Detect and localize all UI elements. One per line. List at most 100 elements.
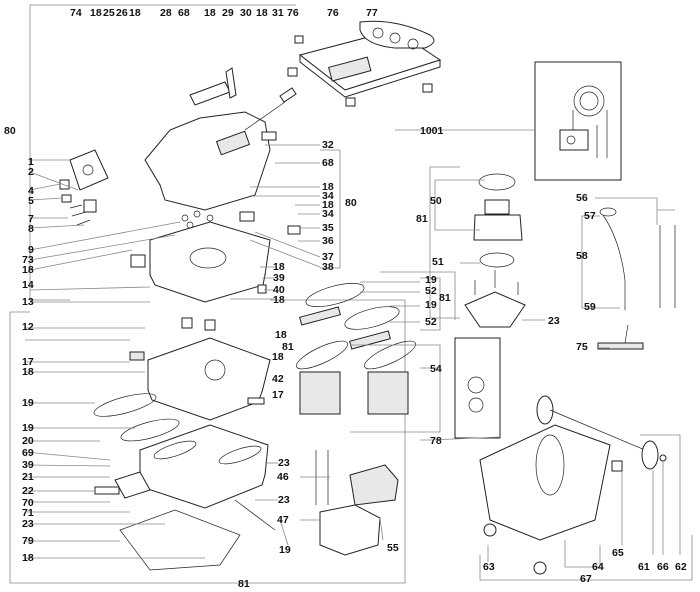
gasket-19-b	[120, 418, 180, 442]
switch-plate-part	[59, 149, 109, 226]
part-label-78: 78	[430, 435, 442, 447]
wiring-diagram-box	[534, 61, 622, 181]
part-label-29: 29	[222, 7, 234, 19]
part-label-73: 73	[22, 254, 34, 266]
part-label-38: 38	[322, 261, 334, 273]
chassis-part	[94, 424, 276, 571]
part-label-17: 17	[272, 389, 284, 401]
part-label-75: 75	[576, 341, 588, 353]
container-part	[479, 395, 667, 575]
part-label-20: 20	[22, 435, 34, 447]
part-label-63: 63	[483, 561, 495, 573]
part-label-25: 25	[103, 7, 115, 19]
part-label-18: 18	[273, 294, 285, 306]
part-label-5: 5	[28, 195, 34, 207]
part-label-18: 18	[273, 261, 285, 273]
part-label-19: 19	[22, 397, 34, 409]
part-label-47: 47	[277, 514, 289, 526]
part-label-71: 71	[22, 507, 34, 519]
part-label-81: 81	[282, 341, 294, 353]
part-label-70: 70	[22, 497, 34, 509]
part-label-57: 57	[584, 210, 596, 222]
part-label-18: 18	[22, 366, 34, 378]
group-81-filter-bracket	[380, 271, 456, 320]
leader-lines	[24, 129, 693, 581]
part-label-19: 19	[425, 274, 437, 286]
part-label-17: 17	[22, 356, 34, 368]
part-label-58: 58	[576, 250, 588, 262]
group-81-bracket	[9, 299, 406, 584]
filter-part	[296, 282, 416, 415]
part-label-12: 12	[22, 321, 34, 333]
part-label-68: 68	[322, 157, 334, 169]
part-label-34: 34	[322, 190, 334, 202]
part-label-81: 81	[238, 578, 250, 590]
part-label-62: 62	[675, 561, 687, 573]
part-label-26: 26	[116, 7, 128, 19]
part-label-61: 61	[638, 561, 650, 573]
part-label-18: 18	[90, 7, 102, 19]
motor-part	[464, 173, 526, 328]
part-label-64: 64	[592, 561, 604, 573]
part-label-80: 80	[4, 125, 16, 137]
part-label-18: 18	[204, 7, 216, 19]
part-label-35: 35	[322, 222, 334, 234]
upper-base-part	[130, 210, 301, 303]
part-label-7: 7	[28, 213, 34, 225]
part-label-52: 52	[425, 316, 437, 328]
part-label-56: 56	[576, 192, 588, 204]
top-housing-part	[144, 67, 297, 211]
part-label-46: 46	[277, 471, 289, 483]
accessory-box-part	[315, 450, 399, 556]
part-label-18: 18	[322, 181, 334, 193]
part-label-54: 54	[430, 363, 442, 375]
part-label-36: 36	[322, 235, 334, 247]
part-label-77: 77	[366, 7, 378, 19]
part-label-32: 32	[322, 139, 334, 151]
part-label-42: 42	[272, 373, 284, 385]
part-label-22: 22	[22, 485, 34, 497]
part-label-19: 19	[425, 299, 437, 311]
part-label-19: 19	[279, 544, 291, 556]
part-label-81: 81	[439, 292, 451, 304]
part-label-30: 30	[240, 7, 252, 19]
filter-bag-part	[454, 337, 501, 439]
part-label-81: 81	[416, 213, 428, 225]
part-label-4: 4	[28, 185, 34, 197]
part-label-39: 39	[22, 459, 34, 471]
part-label-1001: 1001	[420, 125, 444, 137]
part-label-74: 74	[70, 7, 82, 19]
part-label-79: 79	[22, 535, 34, 547]
part-label-18: 18	[256, 7, 268, 19]
part-label-28: 28	[160, 7, 172, 19]
part-label-59: 59	[584, 301, 596, 313]
part-label-80: 80	[345, 197, 357, 209]
part-label-1: 1	[28, 156, 34, 168]
part-label-18: 18	[22, 552, 34, 564]
part-label-65: 65	[612, 547, 624, 559]
part-label-31: 31	[272, 7, 284, 19]
hose-part	[597, 207, 676, 350]
part-label-18: 18	[272, 351, 284, 363]
group-80-bracket	[29, 4, 296, 301]
part-label-66: 66	[657, 561, 669, 573]
part-label-76: 76	[327, 7, 339, 19]
part-label-34: 34	[322, 208, 334, 220]
gasket-19-a	[93, 393, 157, 417]
part-label-39: 39	[273, 272, 285, 284]
part-label-68: 68	[178, 7, 190, 19]
part-label-51: 51	[432, 256, 444, 268]
part-label-23: 23	[548, 315, 560, 327]
part-label-14: 14	[22, 279, 34, 291]
part-label-21: 21	[22, 471, 34, 483]
part-label-8: 8	[28, 223, 34, 235]
part-label-67: 67	[580, 573, 592, 585]
part-label-13: 13	[22, 296, 34, 308]
cover-rack-part	[287, 20, 442, 107]
part-label-2: 2	[28, 166, 34, 178]
part-label-23: 23	[278, 457, 290, 469]
part-label-18: 18	[322, 199, 334, 211]
part-label-76: 76	[287, 7, 299, 19]
